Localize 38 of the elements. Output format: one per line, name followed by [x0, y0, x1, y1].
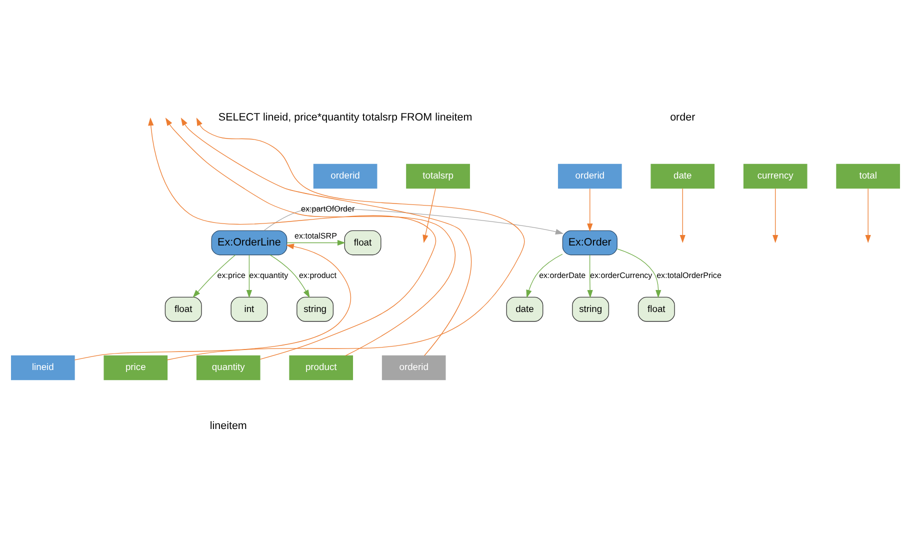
arrow: [286, 240, 346, 246]
label: SELECT lineid, price*quantity totalsrp FROM lineitem: [218, 111, 472, 124]
arrow: [680, 188, 686, 243]
arrow: [264, 208, 564, 234]
node-box: product: [289, 355, 354, 380]
arrow: [246, 254, 252, 298]
node-box: float: [344, 230, 382, 256]
node-box: int: [230, 296, 268, 322]
node-box: totalsrp: [406, 164, 470, 189]
node-box: quantity: [196, 355, 260, 380]
arrow: [422, 188, 436, 243]
arrow: [587, 188, 593, 232]
arrow: [772, 188, 778, 243]
node-box: currency: [743, 164, 808, 189]
node-box: float: [164, 296, 202, 322]
arrow: [192, 254, 236, 298]
node-box: price: [104, 355, 168, 380]
arrow: [74, 244, 352, 360]
node-box: orderid: [558, 164, 622, 189]
arrow: [167, 118, 525, 360]
node-box: date: [506, 296, 544, 322]
arrow: [270, 254, 310, 298]
node-box: orderid: [313, 164, 378, 189]
arrow: [617, 248, 662, 298]
node-box: string: [296, 296, 334, 322]
node-box: float: [638, 296, 675, 322]
label: order: [670, 111, 696, 124]
node-box: Ex:OrderLine: [211, 230, 288, 256]
node-box: total: [836, 164, 900, 189]
node-box: orderid: [382, 355, 446, 380]
node-box: string: [572, 296, 610, 322]
label: lineitem: [210, 420, 247, 432]
node-box: lineid: [11, 355, 75, 380]
arrow: [865, 188, 871, 243]
arrow: [587, 254, 593, 298]
node-box: Ex:Order: [562, 230, 618, 256]
arrow: [526, 254, 563, 298]
node-box: date: [650, 164, 715, 189]
